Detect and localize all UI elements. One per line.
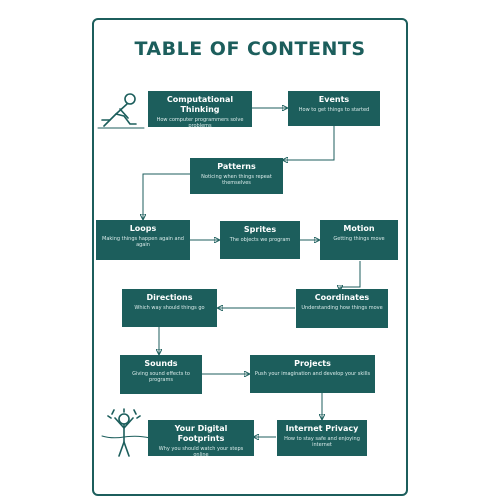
topic-coordinates: Coordinates Understanding how things mov… <box>296 289 388 328</box>
topic-description: How to stay safe and enjoying internet <box>284 436 360 448</box>
topic-title: Computational Thinking <box>166 95 234 114</box>
topic-description: The objects we program <box>229 237 291 243</box>
topic-title: Patterns <box>217 162 256 171</box>
topic-internet-privacy: Internet Privacy How to stay safe and en… <box>277 420 367 456</box>
topic-title: Sprites <box>243 225 277 234</box>
topic-title: Your Digital Footprints <box>174 424 228 443</box>
topic-description: Push your imagination and develop your s… <box>254 371 371 377</box>
topic-title: Directions <box>146 293 193 302</box>
topic-description: Getting things move <box>333 236 385 242</box>
topic-sprites: Sprites The objects we program <box>220 221 300 259</box>
topic-description: Understanding how things move <box>301 305 383 311</box>
arrow-patterns-to-loops <box>143 173 190 219</box>
finish-line-runner-icon <box>101 408 151 457</box>
topic-motion: Motion Getting things move <box>320 220 398 260</box>
page-title: TABLE OF CONTENTS <box>134 38 366 60</box>
topic-description: Giving sound effects to programs <box>132 371 190 383</box>
topic-title: Sounds <box>144 359 178 368</box>
topic-title: Projects <box>294 359 331 368</box>
crouching-runner-icon <box>97 93 145 129</box>
topic-patterns: Patterns Noticing when things repeat the… <box>190 158 283 194</box>
arrow-events-to-patterns <box>283 126 335 160</box>
topic-your-digital-footprints: Your Digital Footprints Why you should w… <box>148 420 254 458</box>
topic-sounds: Sounds Giving sound effects to programs <box>120 355 202 394</box>
topic-title: Loops <box>129 224 157 233</box>
topic-description: Noticing when things repeat themselves <box>201 174 272 186</box>
topic-title: Events <box>318 95 350 104</box>
topic-description: Making things happen again and again <box>102 236 184 248</box>
topic-title: Coordinates <box>314 293 370 302</box>
arrow-motion-to-coordinates <box>340 261 361 290</box>
topic-title: Internet Privacy <box>285 424 359 433</box>
topic-events: Events How to get things to started <box>288 91 380 126</box>
topic-description: How computer programmers solve problems <box>156 117 244 129</box>
topic-description: Which way should things go <box>134 305 205 311</box>
topic-description: How to get things to started <box>298 107 370 113</box>
topic-computational-thinking: Computational Thinking How computer prog… <box>148 91 252 129</box>
topic-title: Motion <box>343 224 375 233</box>
topic-loops: Loops Making things happen again and aga… <box>96 220 190 260</box>
topic-directions: Directions Which way should things go <box>122 289 217 327</box>
topic-projects: Projects Push your imagination and devel… <box>250 355 375 393</box>
topic-description: Why you should watch your steps online <box>158 446 244 458</box>
